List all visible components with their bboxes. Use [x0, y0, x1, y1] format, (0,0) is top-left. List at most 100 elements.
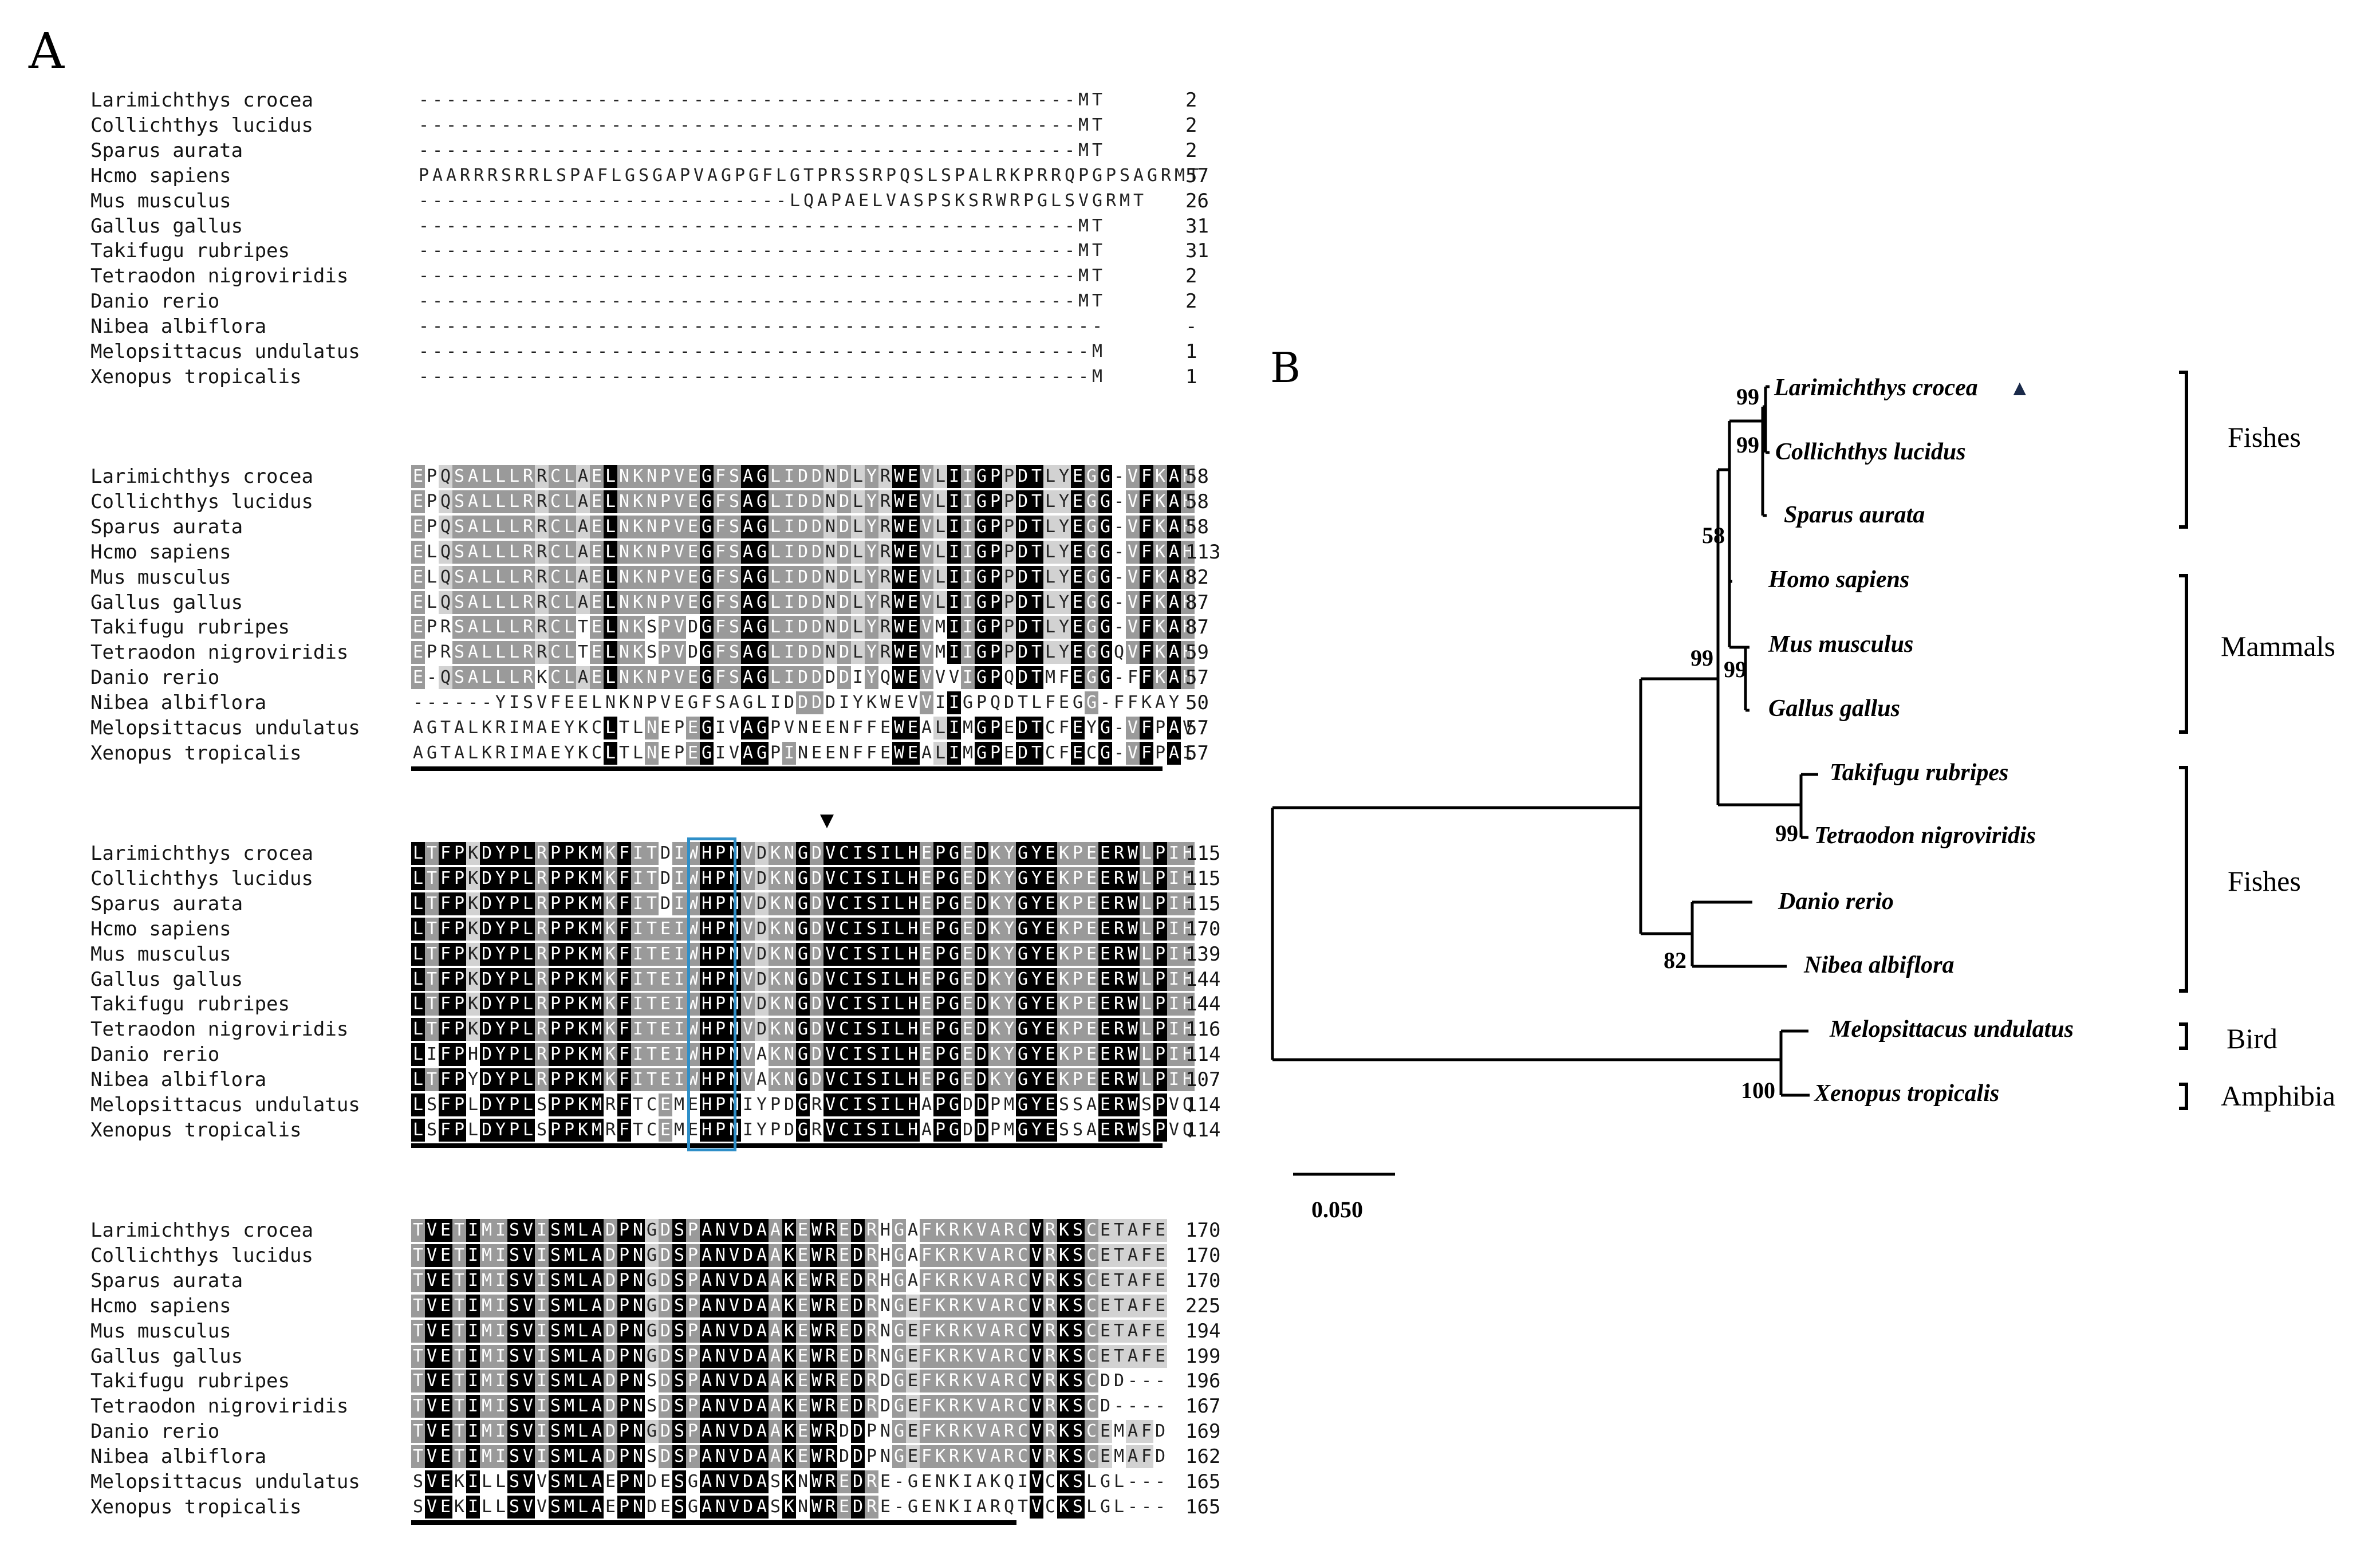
residue: A	[466, 515, 480, 538]
residue: T	[645, 1018, 659, 1041]
residue: P	[452, 867, 466, 890]
residue: Y	[865, 565, 878, 589]
sequence-row: ----------------------------------------…	[417, 139, 1104, 171]
residue: G	[755, 515, 769, 538]
residue: K	[631, 540, 645, 564]
residue: -	[707, 241, 718, 261]
residue: R	[535, 490, 549, 513]
residue: L	[769, 616, 782, 639]
residue: H	[1181, 867, 1195, 890]
residue: N	[645, 666, 659, 690]
residue: -	[1037, 341, 1048, 361]
residue: L	[1140, 993, 1153, 1016]
residue: -	[514, 190, 526, 211]
residue-count: 57	[1185, 666, 1209, 690]
residue: F	[617, 917, 631, 941]
residue: -	[830, 115, 842, 135]
residue: V	[672, 666, 686, 690]
residue: V	[741, 917, 755, 941]
residue: V	[907, 693, 919, 713]
residue: -	[473, 140, 484, 160]
residue: D	[755, 917, 769, 941]
residue: -	[638, 115, 649, 135]
residue: E	[961, 993, 975, 1016]
residue: L	[769, 465, 782, 488]
residue: Y	[865, 591, 878, 614]
residue: L	[851, 641, 865, 664]
residue: -	[473, 341, 484, 361]
residue: L	[507, 490, 521, 513]
residue: I	[947, 616, 961, 639]
residue: Y	[1030, 892, 1043, 915]
residue: -	[501, 266, 512, 286]
residue: -	[693, 241, 704, 261]
residue: G	[1085, 641, 1098, 664]
residue: H	[1181, 942, 1195, 966]
sequence-row: ----------------------------------------…	[417, 265, 1104, 297]
residue: D	[1016, 515, 1030, 538]
species-name: Larimichthys crocea	[90, 89, 313, 112]
residue: T	[803, 165, 814, 186]
residue-count: 2	[1185, 290, 1197, 313]
residue: L	[467, 718, 479, 738]
residue: -	[844, 215, 856, 236]
residue: K	[576, 867, 590, 890]
residue: -	[775, 291, 787, 312]
residue: T	[1030, 741, 1043, 765]
residue: W	[892, 565, 906, 589]
residue: -	[583, 266, 594, 286]
residue: G	[755, 490, 769, 513]
residue: C	[837, 1018, 851, 1041]
residue: S	[865, 842, 878, 865]
residue: F	[1140, 540, 1153, 564]
residue: M	[590, 917, 604, 941]
residue: K	[631, 465, 645, 488]
residue: -	[542, 190, 553, 211]
residue: V	[672, 465, 686, 488]
residue: D	[837, 490, 851, 513]
residue: K	[988, 867, 1002, 890]
residue: -	[624, 266, 636, 286]
residue: E	[920, 993, 933, 1016]
residue: -	[583, 366, 594, 387]
residue: -	[734, 115, 746, 135]
residue: K	[988, 942, 1002, 966]
residue: N	[617, 565, 631, 589]
residue: -	[679, 115, 691, 135]
residue: L	[411, 967, 425, 991]
residue: T	[425, 867, 439, 890]
residue: -	[775, 241, 787, 261]
residue: E	[825, 718, 836, 738]
residue: -	[514, 140, 526, 160]
residue: I	[1167, 942, 1181, 966]
residue: I	[1167, 867, 1181, 890]
residue: K	[988, 917, 1002, 941]
residue: N	[645, 741, 659, 765]
residue: R	[535, 565, 549, 589]
residue: E	[590, 565, 604, 589]
residue: -	[858, 341, 869, 361]
residue-count: 2	[1185, 113, 1197, 137]
residue: D	[480, 967, 494, 991]
residue: -	[1064, 316, 1075, 337]
residue: -	[610, 140, 622, 160]
residue: -	[665, 90, 677, 110]
residue: Y	[1002, 993, 1016, 1016]
residue: K	[988, 967, 1002, 991]
residue: L	[507, 515, 521, 538]
residue: K	[466, 967, 480, 991]
residue: K	[769, 967, 782, 991]
residue: -	[720, 190, 732, 211]
residue: -	[982, 366, 993, 387]
residue: -	[872, 316, 883, 337]
residue: -	[748, 190, 759, 211]
residue: -	[885, 241, 897, 261]
residue: I	[851, 942, 865, 966]
residue: -	[954, 215, 966, 236]
species-name: Takifugu rubripes	[90, 239, 290, 263]
residue: D	[687, 617, 699, 638]
residue: L	[604, 565, 617, 589]
residue: E	[920, 892, 933, 915]
